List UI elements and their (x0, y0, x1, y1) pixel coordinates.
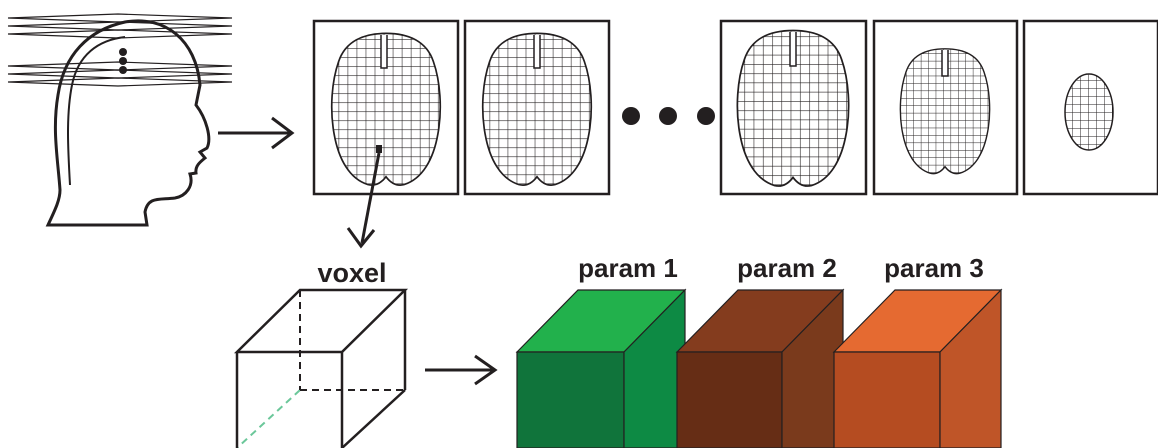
ellipsis-dots-vertical-icon (119, 48, 127, 74)
param-3-cube (832, 288, 1003, 448)
voxel-label: voxel (317, 258, 386, 288)
brain-slice-panel (1022, 19, 1158, 196)
arrow-right-icon (218, 116, 295, 150)
param-3-label: param 3 (884, 253, 984, 283)
arrow-down-icon (346, 152, 381, 249)
arrow-right-icon (425, 354, 498, 386)
selected-voxel-marker (376, 145, 382, 153)
head-inner-line (67, 36, 126, 186)
voxel-cube-icon (233, 288, 409, 448)
param-2-label: param 2 (737, 253, 837, 283)
brain-slice-panel (312, 19, 460, 196)
ellipsis-dots-icon (622, 107, 715, 125)
mri-slice-planes-icon (7, 13, 233, 87)
brain-slice-panel (719, 19, 868, 196)
brain-slice-sequence (312, 19, 1158, 196)
brain-slice-panel (463, 19, 611, 196)
param-2-cube (675, 288, 845, 448)
brain-slice-panel (872, 19, 1019, 196)
param-1-cube (515, 288, 687, 448)
head-profile-icon (7, 13, 233, 227)
head-outline (45, 19, 211, 227)
param-1-label: param 1 (578, 253, 678, 283)
